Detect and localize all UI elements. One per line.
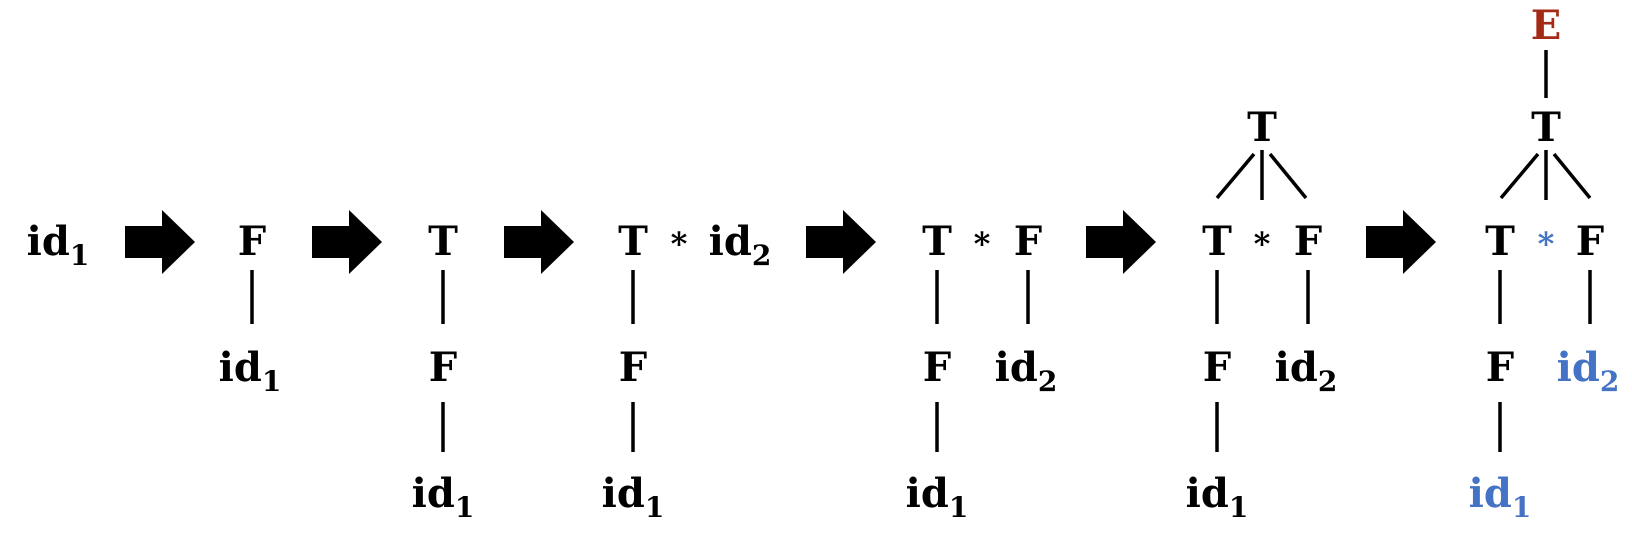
node-id1: id1	[905, 470, 969, 524]
edge	[1215, 152, 1256, 200]
node-id1: id1	[218, 344, 282, 398]
edge	[1268, 152, 1308, 200]
node-F: F	[1575, 218, 1605, 265]
node-id1: id1	[26, 218, 90, 272]
node-T: T	[1485, 218, 1515, 265]
node-E-root: E	[1530, 2, 1562, 49]
arrow-step-6	[1366, 210, 1436, 274]
node-T: T	[1202, 218, 1232, 265]
node-T: T	[618, 218, 648, 265]
tree-edges	[250, 50, 1592, 452]
edge	[1499, 152, 1540, 200]
node-F: F	[428, 344, 458, 391]
arrow-step-2	[312, 210, 382, 274]
node-F: F	[1293, 218, 1323, 265]
node-id2: id2	[1274, 344, 1338, 398]
node-F: F	[618, 344, 648, 391]
arrow-step-3	[504, 210, 574, 274]
node-T-root: T	[1247, 104, 1277, 151]
node-F: F	[1485, 344, 1515, 391]
arrow-step-4	[806, 210, 876, 274]
node-star: *	[1253, 225, 1271, 263]
node-F: F	[237, 218, 267, 265]
node-id2: id2	[708, 218, 772, 272]
arrow-step-5	[1086, 210, 1156, 274]
derivation-arrows	[125, 210, 1436, 274]
edge	[1552, 152, 1592, 200]
node-id1: id1	[601, 470, 665, 524]
node-id1-highlight: id1	[1468, 470, 1532, 524]
node-F: F	[1202, 344, 1232, 391]
node-T: T	[428, 218, 458, 265]
node-id2-highlight: id2	[1556, 344, 1620, 398]
node-T: T	[922, 218, 952, 265]
node-F: F	[922, 344, 952, 391]
node-star: *	[973, 225, 991, 263]
node-T: T	[1531, 104, 1561, 151]
node-id1: id1	[411, 470, 475, 524]
node-star-highlight: *	[1537, 225, 1555, 263]
node-id1: id1	[1185, 470, 1249, 524]
node-F: F	[1013, 218, 1043, 265]
arrow-step-1	[125, 210, 195, 274]
node-star: *	[670, 225, 688, 263]
node-id2: id2	[994, 344, 1058, 398]
